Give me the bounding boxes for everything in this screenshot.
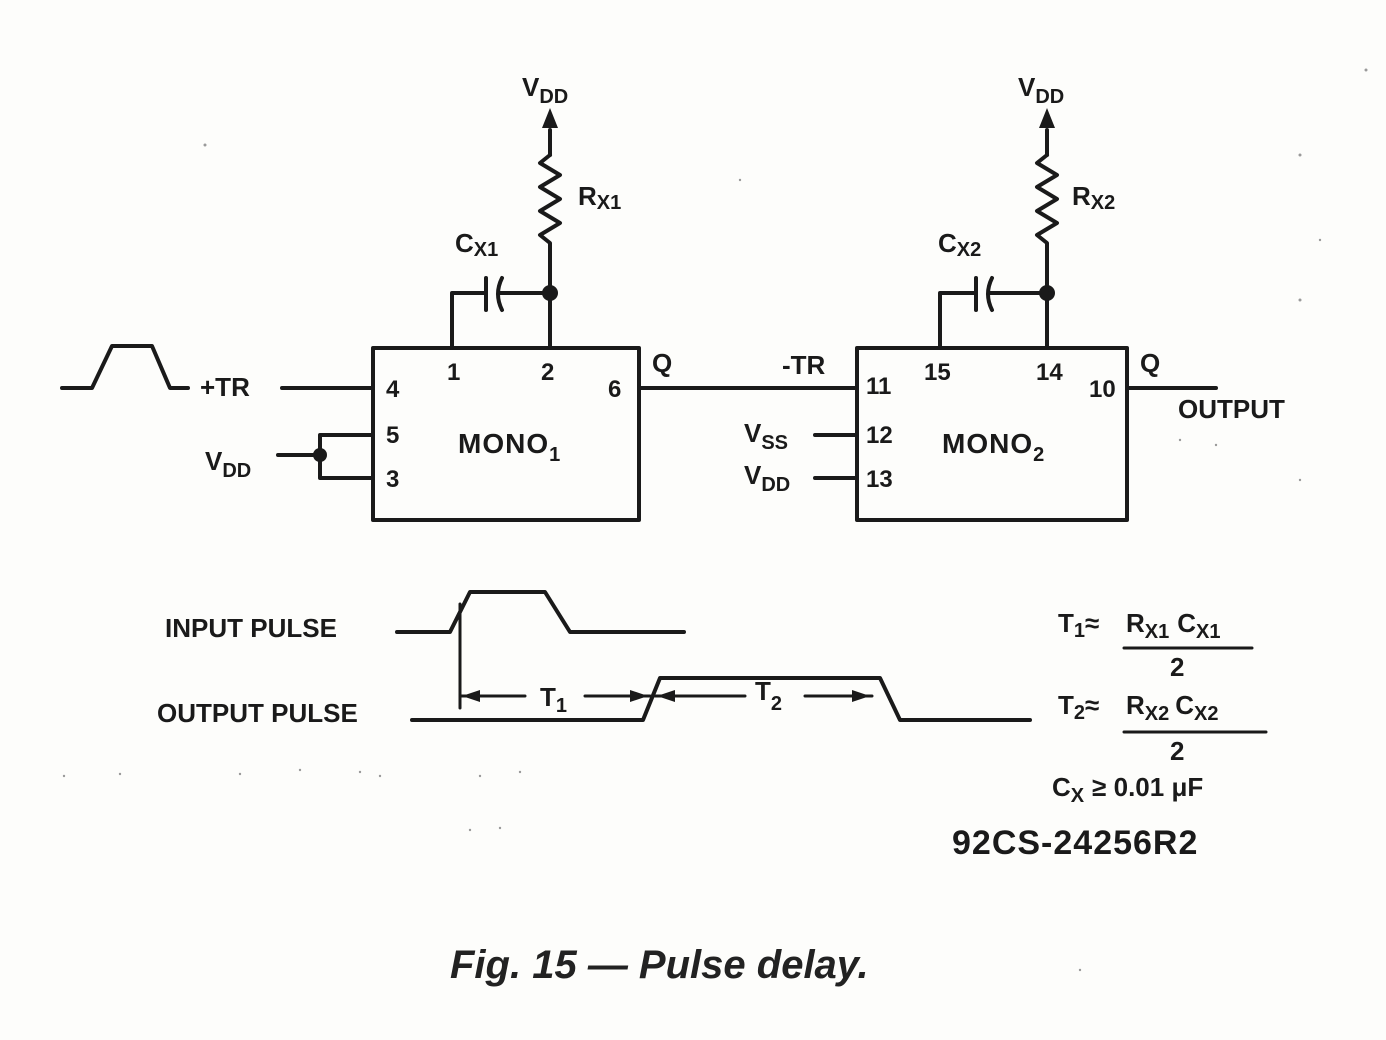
scan-noise	[62, 68, 1368, 972]
t2-label: T2	[755, 676, 782, 715]
mono1-pin-1: 1	[447, 359, 460, 386]
cx2-label: CX2	[938, 228, 981, 261]
mono1-pin-6: 6	[608, 376, 621, 403]
t1-arrow-left-icon	[462, 690, 480, 702]
mono2-vss-label: VSS	[744, 418, 788, 454]
input-pulse-waveform	[395, 590, 686, 634]
mono2-pin-14: 14	[1036, 359, 1063, 386]
input-pulse-symbol	[60, 344, 190, 390]
mono2-pin-11: 11	[866, 373, 891, 400]
mono2-q-label: Q	[1140, 348, 1160, 378]
mono1-pin-2: 2	[541, 359, 554, 386]
mono1-trigger-label: +TR	[200, 372, 250, 402]
mono1-name: MONO1	[458, 428, 561, 466]
t2-arrow-right-icon	[852, 690, 870, 702]
mono1-block: MONO1 1 2 4 5 3 6	[371, 346, 641, 522]
mono2-pin-13: 13	[866, 466, 893, 493]
t2-arrow-left-icon	[657, 690, 675, 702]
mono1-pin-4: 4	[386, 376, 400, 403]
capacitor-cx2-plate-b	[986, 276, 994, 312]
vdd1-arrow-icon	[542, 108, 558, 128]
wire-cx2	[938, 291, 1049, 350]
mono2-vdd-top-label: VDD	[1018, 72, 1064, 108]
mono1-vdd-left-label: VDD	[205, 446, 251, 482]
rx1-label: RX1	[578, 181, 621, 214]
t1-label: T1	[540, 682, 567, 717]
mono2-pin-10: 10	[1089, 376, 1116, 403]
junction-vdd-left	[313, 448, 327, 462]
cx1-label: CX1	[455, 228, 498, 261]
output-pulse-label: OUTPUT PULSE	[157, 698, 358, 728]
mono2-pin-12: 12	[866, 422, 893, 449]
figure-code: 92CS-24256R2	[952, 824, 1198, 862]
mono1-pin-3: 3	[386, 466, 399, 493]
wire-cx1	[450, 291, 552, 350]
mono2-pin-15: 15	[924, 359, 951, 386]
mono2-name: MONO2	[942, 428, 1045, 466]
mono2-block: MONO2 11 12 13 15 14 10	[855, 346, 1129, 522]
mono1-pin-5: 5	[386, 422, 399, 449]
equation-cx: CX≥ 0.01 μF	[1052, 772, 1203, 807]
figure-caption: Fig. 15 — Pulse delay.	[450, 943, 869, 987]
mono1-q-label: Q	[652, 348, 672, 378]
eq-t2-lhs: T2≈	[1058, 690, 1099, 724]
resistor-rx2	[1035, 153, 1059, 295]
mono1-vdd-top-label: VDD	[522, 72, 568, 108]
mono2-trigger-label: -TR	[782, 350, 826, 380]
eq-t1-lhs: T1≈	[1058, 608, 1099, 642]
mono2-vdd-label: VDD	[744, 460, 790, 496]
resistor-rx1	[538, 153, 562, 295]
output-pulse-waveform	[410, 676, 1032, 722]
eq-t2-denominator: 2	[1170, 736, 1184, 766]
t1-arrow-right-icon	[630, 690, 648, 702]
eq-t1-denominator: 2	[1170, 652, 1184, 682]
vdd2-arrow-icon	[1039, 108, 1055, 128]
capacitor-cx1-plate-b	[496, 276, 504, 312]
output-label: OUTPUT	[1178, 394, 1285, 424]
rx2-label: RX2	[1072, 181, 1115, 214]
input-pulse-label: INPUT PULSE	[165, 613, 337, 643]
